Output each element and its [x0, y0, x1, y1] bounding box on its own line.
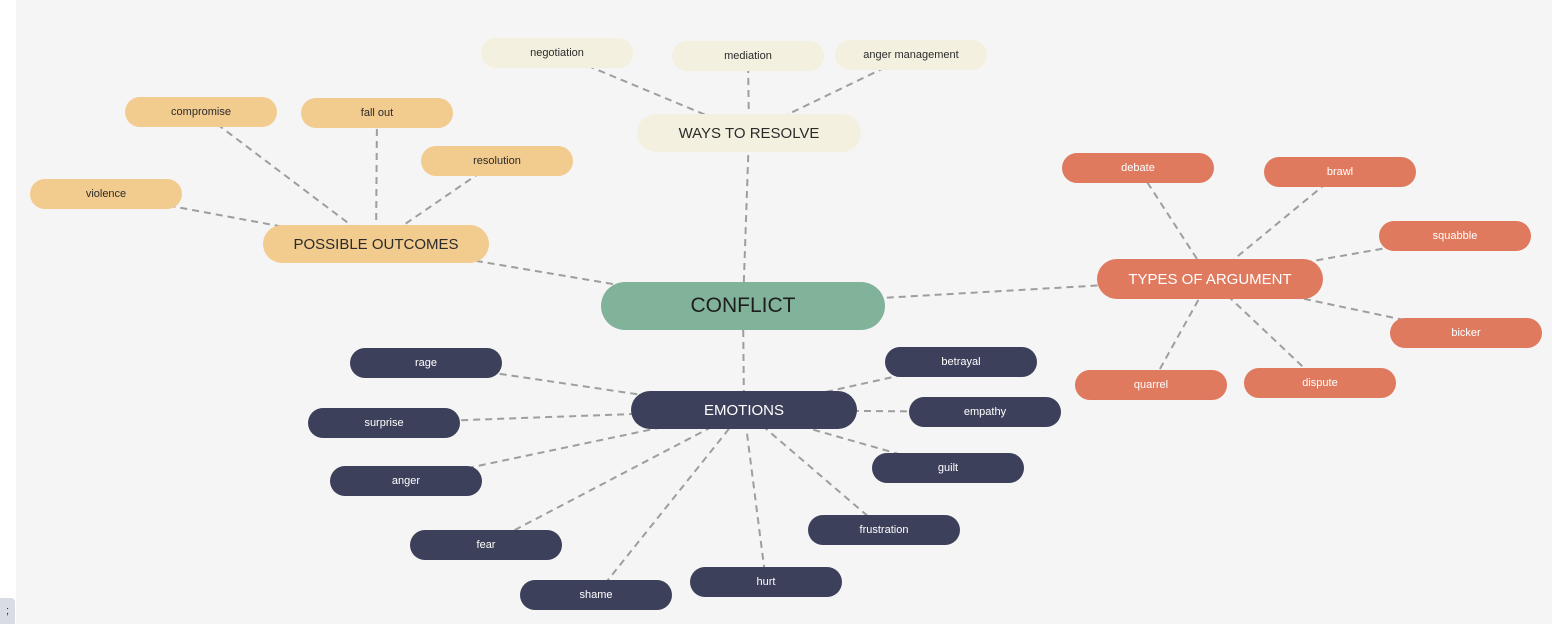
branch-node-ways-to-resolve[interactable]: WAYS TO RESOLVE: [637, 114, 861, 152]
connector-emotions-shame: [595, 409, 745, 596]
branch-node-emotions[interactable]: EMOTIONS: [631, 391, 857, 429]
leaf-node-mediation[interactable]: mediation: [672, 41, 824, 71]
leaf-node-hurt[interactable]: hurt: [690, 567, 842, 597]
leaf-node-bicker[interactable]: bicker: [1390, 318, 1542, 348]
connector-argument-quarrel: [1150, 278, 1211, 386]
leaf-node-violence[interactable]: violence: [30, 179, 182, 209]
leaf-node-fall-out[interactable]: fall out: [301, 98, 453, 128]
connector-emotions-fear: [485, 409, 745, 546]
corner-tab[interactable]: ;: [0, 598, 15, 624]
leaf-node-rage[interactable]: rage: [350, 348, 502, 378]
leaf-node-squabble[interactable]: squabble: [1379, 221, 1531, 251]
leaf-node-guilt[interactable]: guilt: [872, 453, 1024, 483]
branch-node-possible-outcomes[interactable]: POSSIBLE OUTCOMES: [263, 225, 489, 263]
leaf-node-anger[interactable]: anger: [330, 466, 482, 496]
connector-argument-debate: [1137, 167, 1211, 280]
leaf-node-quarrel[interactable]: quarrel: [1075, 370, 1227, 400]
leaf-node-shame[interactable]: shame: [520, 580, 672, 610]
leaf-node-negotiation[interactable]: negotiation: [481, 38, 633, 68]
leaf-node-betrayal[interactable]: betrayal: [885, 347, 1037, 377]
connector-outcomes-compromise: [200, 111, 377, 245]
connector-outcomes-fall-out: [375, 112, 378, 245]
leaf-node-fear[interactable]: fear: [410, 530, 562, 560]
connector-emotions-hurt: [743, 409, 767, 583]
leaf-node-resolution[interactable]: resolution: [421, 146, 573, 176]
leaf-node-compromise[interactable]: compromise: [125, 97, 277, 127]
leaf-node-surprise[interactable]: surprise: [308, 408, 460, 438]
leaf-node-brawl[interactable]: brawl: [1264, 157, 1416, 187]
leaf-node-anger-management[interactable]: anger management: [835, 40, 987, 70]
root-node-conflict[interactable]: CONFLICT: [601, 282, 885, 330]
leaf-node-frustration[interactable]: frustration: [808, 515, 960, 545]
leaf-node-debate[interactable]: debate: [1062, 153, 1214, 183]
leaf-node-dispute[interactable]: dispute: [1244, 368, 1396, 398]
connector-emotions-frustration: [743, 409, 885, 531]
connector-emotions-anger: [405, 409, 745, 482]
branch-node-types-of-argument[interactable]: TYPES OF ARGUMENT: [1097, 259, 1323, 299]
leaf-node-empathy[interactable]: empathy: [909, 397, 1061, 427]
connector-conflict-resolve: [742, 132, 750, 307]
